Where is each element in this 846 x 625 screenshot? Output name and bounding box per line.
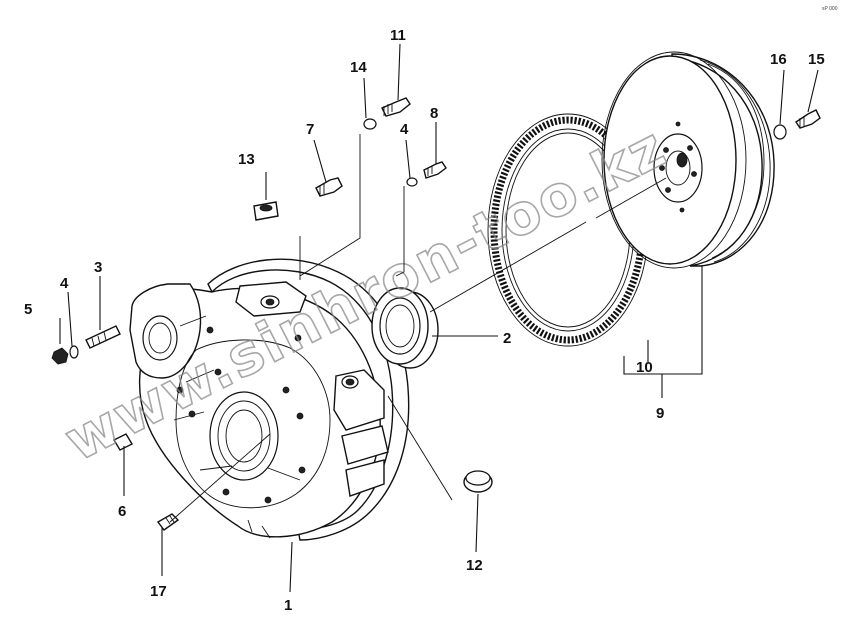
label-6: 6	[118, 503, 126, 520]
bolt-11	[381, 97, 411, 117]
label-16: 16	[770, 51, 787, 68]
label-4-left: 4	[60, 275, 69, 292]
label-10: 10	[636, 359, 653, 376]
bolt-8	[423, 161, 447, 179]
label-9: 9	[656, 405, 664, 422]
label-13: 13	[238, 151, 255, 168]
label-1: 1	[284, 597, 292, 614]
label-3: 3	[94, 259, 102, 276]
washer-14	[363, 118, 377, 130]
nut-5	[51, 347, 69, 365]
label-8: 8	[430, 105, 438, 122]
label-11: 11	[390, 27, 406, 44]
washer-16	[773, 124, 787, 140]
stud-3	[85, 325, 121, 349]
label-14: 14	[350, 59, 367, 76]
corner-code: sP 000	[822, 6, 838, 12]
label-5: 5	[24, 301, 32, 318]
oil-seal	[371, 287, 439, 369]
washer-4-upper	[406, 177, 418, 187]
plug-6	[113, 433, 133, 451]
label-15: 15	[808, 51, 825, 68]
label-7: 7	[306, 121, 314, 138]
label-2: 2	[503, 330, 511, 347]
leader-lines	[59, 43, 819, 593]
plug-12	[463, 470, 493, 493]
label-17: 17	[150, 583, 167, 600]
flywheel	[601, 51, 775, 269]
washer-4-left	[69, 345, 79, 359]
bolt-7	[315, 177, 343, 197]
part-labels: 1 2 3 4 4 5 6 7 8 9 10 11 12 13 14 15 16…	[24, 27, 825, 614]
label-12: 12	[466, 557, 483, 574]
fitting-17	[156, 513, 180, 531]
bolt-15	[795, 109, 821, 129]
label-4-upper: 4	[400, 121, 409, 138]
plug-13	[253, 201, 279, 221]
flywheel-housing	[129, 258, 410, 541]
